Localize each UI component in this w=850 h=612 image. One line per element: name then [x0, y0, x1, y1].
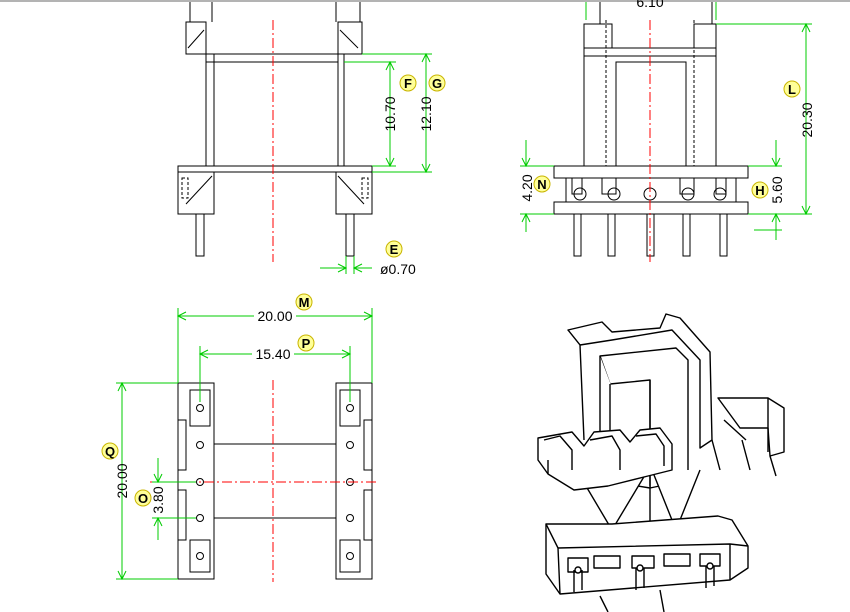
svg-text:M: M — [299, 295, 310, 310]
svg-text:H: H — [755, 183, 764, 198]
dim-e-value: ø0.70 — [380, 261, 416, 277]
label-e: E — [385, 240, 403, 258]
svg-text:Q: Q — [105, 444, 115, 459]
front-view — [177, 2, 373, 257]
side-dimensions — [520, 2, 812, 240]
isometric-pins — [573, 566, 715, 612]
dim-top-value: 6.10 — [636, 0, 663, 10]
label-f: F — [399, 74, 417, 92]
svg-text:G: G — [432, 76, 442, 91]
side-view — [553, 2, 749, 257]
label-l: L — [783, 80, 801, 98]
label-q: Q — [101, 442, 119, 460]
svg-text:N: N — [537, 177, 546, 192]
svg-text:P: P — [302, 336, 311, 351]
label-o: O — [134, 489, 152, 507]
dim-f-value: 10.70 — [382, 96, 398, 131]
dim-o-value: 3.80 — [150, 486, 166, 513]
dim-n-value: 4.20 — [519, 174, 535, 201]
dim-p-value: 15.40 — [255, 346, 290, 362]
isometric-view — [537, 313, 785, 595]
svg-text:L: L — [788, 82, 796, 97]
label-g: G — [428, 74, 446, 92]
svg-text:O: O — [138, 491, 148, 506]
dim-h-value: 5.60 — [769, 176, 785, 203]
label-p: P — [297, 334, 315, 352]
svg-text:F: F — [404, 76, 412, 91]
label-h: H — [751, 181, 769, 199]
dim-g-value: 12.10 — [418, 96, 434, 131]
front-dimensions — [320, 52, 432, 274]
label-m: M — [295, 293, 313, 311]
bottom-dimensions — [116, 308, 374, 581]
bottom-view — [177, 382, 373, 580]
dim-m-value: 20.00 — [257, 308, 292, 324]
dim-l-value: 20.30 — [799, 102, 815, 137]
svg-text:E: E — [390, 242, 399, 257]
label-n: N — [533, 175, 551, 193]
dim-q-value: 20.00 — [114, 463, 130, 498]
